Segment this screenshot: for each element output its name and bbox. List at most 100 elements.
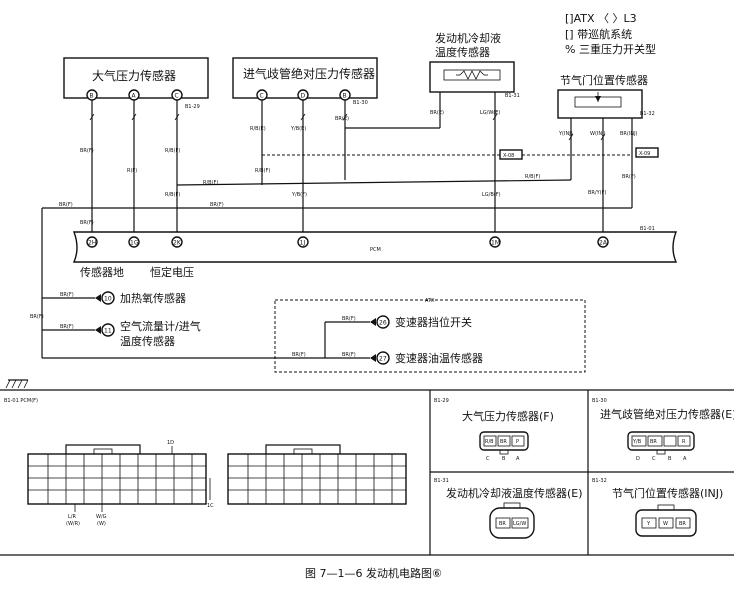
map-pin-d: D bbox=[301, 93, 306, 100]
wire-label-yb-f: Y/B(F) bbox=[291, 192, 307, 198]
sensor-ground-label: 传感器地 bbox=[80, 266, 124, 279]
ref10-text: 加热氧传感器 bbox=[120, 291, 186, 305]
wire-label-r-f: R(F) bbox=[127, 168, 137, 174]
map-pin-b: B bbox=[343, 93, 347, 100]
pcm-pin-2a: 2A bbox=[599, 240, 608, 247]
wire-label-y-inj: Y(INJ) bbox=[558, 131, 573, 137]
wire-label-rb-f4: R/B(F) bbox=[165, 192, 180, 198]
tps-face-pin-1: Y bbox=[646, 521, 651, 527]
baro-pin-b: B bbox=[90, 93, 94, 100]
wire-label-lgb-f: LG/B(F) bbox=[482, 192, 501, 198]
pcm-conn-label: B1-01 PCM(F) bbox=[4, 398, 38, 404]
wire-label-br-f4: BR(F) bbox=[80, 220, 94, 226]
figure-caption: 图 7—1—6 发动机电路图⑥ bbox=[305, 566, 442, 580]
map-title: 进气歧管绝对压力传感器 bbox=[243, 66, 375, 81]
legend-line-1: []ATX 〈 〉L3 bbox=[565, 12, 637, 25]
pcm-conn: B1-01 bbox=[640, 226, 655, 232]
tps-face-pin-2: W bbox=[663, 521, 668, 527]
ref27-wire-b: BR(F) bbox=[342, 352, 356, 358]
pcm-wg: W/G bbox=[96, 514, 107, 520]
ect-sensor: 发动机冷却液 温度传感器 B1-31 bbox=[429, 31, 520, 99]
baro-connector-face: R/B BR P C B A bbox=[479, 431, 529, 462]
tps-connector-face: Y W BR bbox=[635, 504, 697, 537]
baro-face-c: C bbox=[486, 456, 490, 462]
legend-line-3: % 三重压力开关型 bbox=[565, 42, 656, 56]
baro-title: 大气压力传感器 bbox=[92, 68, 176, 83]
map-face-d: D bbox=[636, 456, 640, 462]
const-voltage-label: 恒定电压 bbox=[150, 265, 194, 279]
pcm-pin-1j: 1J bbox=[300, 240, 306, 247]
wire-label-br-e: BR(E) bbox=[335, 116, 349, 122]
ref27-num: 27 bbox=[379, 356, 387, 363]
map-connector-face: Y/B BR R D C B A bbox=[627, 431, 695, 462]
pcm-w: (W) bbox=[97, 521, 106, 527]
legend-line-2: [] 带巡航系统 bbox=[565, 27, 632, 41]
pcm-ic-label: 1C bbox=[207, 503, 214, 509]
b131-label: B1-31 bbox=[434, 478, 449, 484]
ref10-wire: BR(F) bbox=[60, 292, 74, 298]
wire-label-rb-f3: R/B(F) bbox=[203, 180, 218, 186]
baro-face-b: B bbox=[502, 456, 506, 462]
ref27-text: 变速器油温传感器 bbox=[395, 351, 483, 365]
wire-label-br-f3: BR(F) bbox=[59, 202, 73, 208]
pcm-pin-1g: 1G bbox=[130, 240, 139, 247]
map-face-pin-2: BR bbox=[650, 439, 657, 445]
tps-conn: B1-32 bbox=[640, 111, 655, 117]
pcm-connector-right bbox=[227, 444, 407, 505]
wire-label-rb-f: R/B(F) bbox=[165, 148, 180, 154]
conn-ect-title: 发动机冷却液温度传感器(E) bbox=[446, 486, 583, 500]
map-conn: B1-30 bbox=[353, 100, 368, 106]
baro-face-a: A bbox=[516, 456, 520, 462]
ref11-wire: BR(F) bbox=[60, 324, 74, 330]
ect-connector-face: BR LG/W bbox=[489, 502, 535, 539]
baro-face-pin-3: P bbox=[516, 439, 519, 445]
ref11-text-1: 空气流量计/进气 bbox=[120, 319, 201, 333]
tps-face-pin-3: BR bbox=[679, 521, 686, 527]
pcm-lr: L/R bbox=[68, 514, 76, 520]
ref11-text-2: 温度传感器 bbox=[120, 334, 175, 348]
pcm-block: PCM B1-01 2H 1G 2K 1J 1M 2A bbox=[72, 226, 678, 263]
ref27-wire-a: BR(F) bbox=[292, 352, 306, 358]
splice-x09 bbox=[635, 147, 659, 158]
baro-face-pin-1: R/B bbox=[485, 439, 494, 445]
pcm-pin-2h: 2H bbox=[88, 240, 96, 247]
b129-label: B1-29 bbox=[434, 398, 449, 404]
splice-x08-label: X-08 bbox=[503, 153, 514, 159]
pcm-connector-left: 1D 1C L/R (W/R) W/G (W) bbox=[27, 440, 214, 527]
ground-symbol bbox=[5, 379, 29, 389]
wire-label-br-f5: BR(F) bbox=[210, 202, 224, 208]
ref-list: BR(F) 10 加热氧传感器 BR(F) BR(F) 11 空气流量计/进气 … bbox=[30, 291, 586, 373]
wires bbox=[41, 92, 633, 358]
ref10-num: 10 bbox=[104, 296, 112, 303]
baro-pin-a: A bbox=[132, 93, 137, 100]
conn-map-title: 进气歧管绝对压力传感器(E) bbox=[600, 407, 734, 421]
ect-title-1: 发动机冷却液 bbox=[435, 31, 501, 45]
conn-baro-title: 大气压力传感器(F) bbox=[462, 409, 554, 423]
wire-label-br-f2: BR(F) bbox=[622, 174, 636, 180]
splice-x08 bbox=[499, 149, 523, 160]
map-face-pin-1: Y/B bbox=[632, 439, 642, 445]
wire-label-yb-e: Y/B(E) bbox=[290, 126, 306, 132]
conn-tps-title: 节气门位置传感器(INJ) bbox=[612, 486, 723, 500]
tps-title: 节气门位置传感器 bbox=[560, 73, 648, 87]
wire-label-br-f: BR(F) bbox=[80, 148, 94, 154]
pcm-pin-1m: 1M bbox=[491, 240, 500, 247]
wire-label-lgw-e: LG/W(E) bbox=[480, 110, 500, 116]
pcm-label: PCM bbox=[370, 247, 381, 253]
map-face-b: B bbox=[668, 456, 672, 462]
ref11-wire-b: BR(F) bbox=[30, 314, 44, 320]
map-pin-c: C bbox=[260, 93, 264, 100]
baro-face-pin-2: BR bbox=[500, 439, 507, 445]
ref26-wire: BR(F) bbox=[342, 316, 356, 322]
splice-x09-label: X-09 bbox=[639, 151, 650, 157]
baro-pin-c: C bbox=[175, 93, 179, 100]
ref26-num: 26 bbox=[379, 320, 387, 327]
baro-conn: B1-29 bbox=[185, 104, 200, 110]
ect-face-pin-2: LG/W bbox=[513, 521, 526, 527]
pcm-pin-2k: 2K bbox=[173, 240, 182, 247]
baro-sensor-box: 大气压力传感器 B A C B1-29 bbox=[63, 57, 209, 110]
pcm-wlr: (W/R) bbox=[66, 521, 80, 527]
wire-label-bry-f: BR/Y(F) bbox=[588, 190, 606, 196]
ect-title-2: 温度传感器 bbox=[435, 45, 490, 59]
ect-face-pin-1: BR bbox=[499, 521, 506, 527]
